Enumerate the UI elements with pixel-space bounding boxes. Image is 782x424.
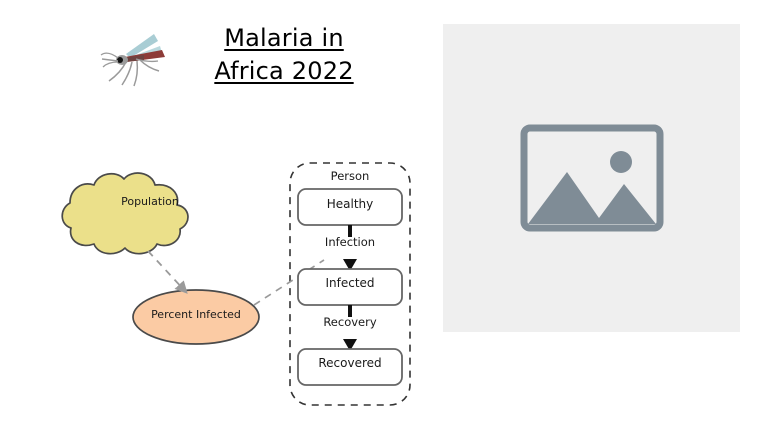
title-line-1: Malaria in bbox=[224, 24, 344, 52]
title-block: Malaria in Africa 2022 bbox=[96, 22, 396, 102]
link-percent-infected-to-infection bbox=[253, 259, 325, 306]
node-population[interactable] bbox=[61, 172, 189, 255]
person-container bbox=[289, 162, 411, 406]
node-percent-infected[interactable] bbox=[132, 289, 260, 345]
transition-recovery-arrowhead bbox=[343, 339, 357, 351]
flow-diagram: Population Percent Infected Person Healt… bbox=[40, 145, 450, 415]
node-infected[interactable] bbox=[297, 268, 403, 306]
image-placeholder-icon bbox=[520, 124, 663, 232]
link-population-to-percent-infected bbox=[147, 250, 188, 294]
mosquito-icon bbox=[100, 34, 165, 87]
node-recovered[interactable] bbox=[297, 348, 403, 386]
transition-infection-arrowhead bbox=[343, 259, 357, 271]
node-healthy[interactable] bbox=[297, 188, 403, 226]
page-title: Malaria in Africa 2022 bbox=[184, 22, 384, 88]
image-placeholder-panel[interactable] bbox=[443, 24, 740, 332]
title-line-2: Africa 2022 bbox=[214, 57, 354, 85]
